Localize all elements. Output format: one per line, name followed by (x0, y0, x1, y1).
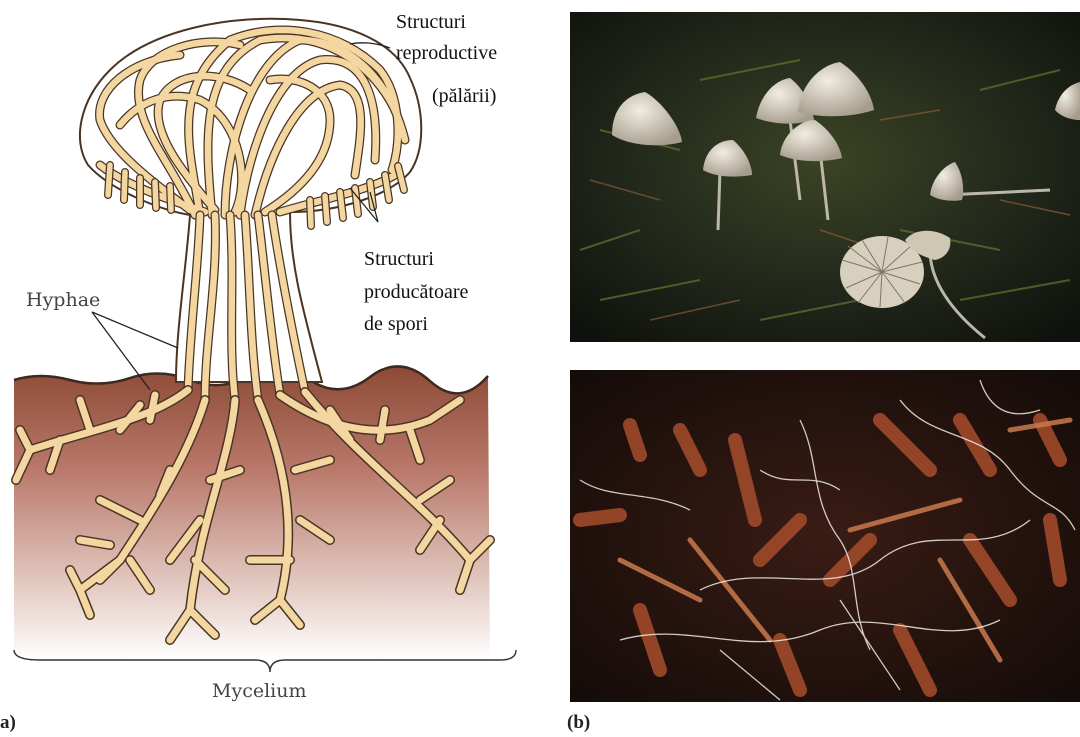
label-hyphae: Hyphae (26, 289, 100, 311)
label-reproductive-line-1: Structuri (396, 10, 466, 35)
label-spore-line-2: producătoare (364, 280, 468, 305)
label-spore-line-1: Structuri (364, 247, 434, 272)
label-reproductive-line-2: reproductive (396, 41, 497, 66)
panel-b-photos (570, 12, 1080, 702)
mycelium-photo (570, 370, 1080, 702)
panel-label-b: (b) (567, 712, 590, 734)
panel-a-diagram (14, 19, 516, 672)
panel-label-a: a) (0, 712, 16, 734)
label-reproductive-line-3: (pălării) (432, 84, 496, 109)
mushroom-photo (570, 12, 1080, 342)
label-mycelium: Mycelium (212, 680, 306, 702)
label-spore-line-3: de spori (364, 312, 428, 337)
